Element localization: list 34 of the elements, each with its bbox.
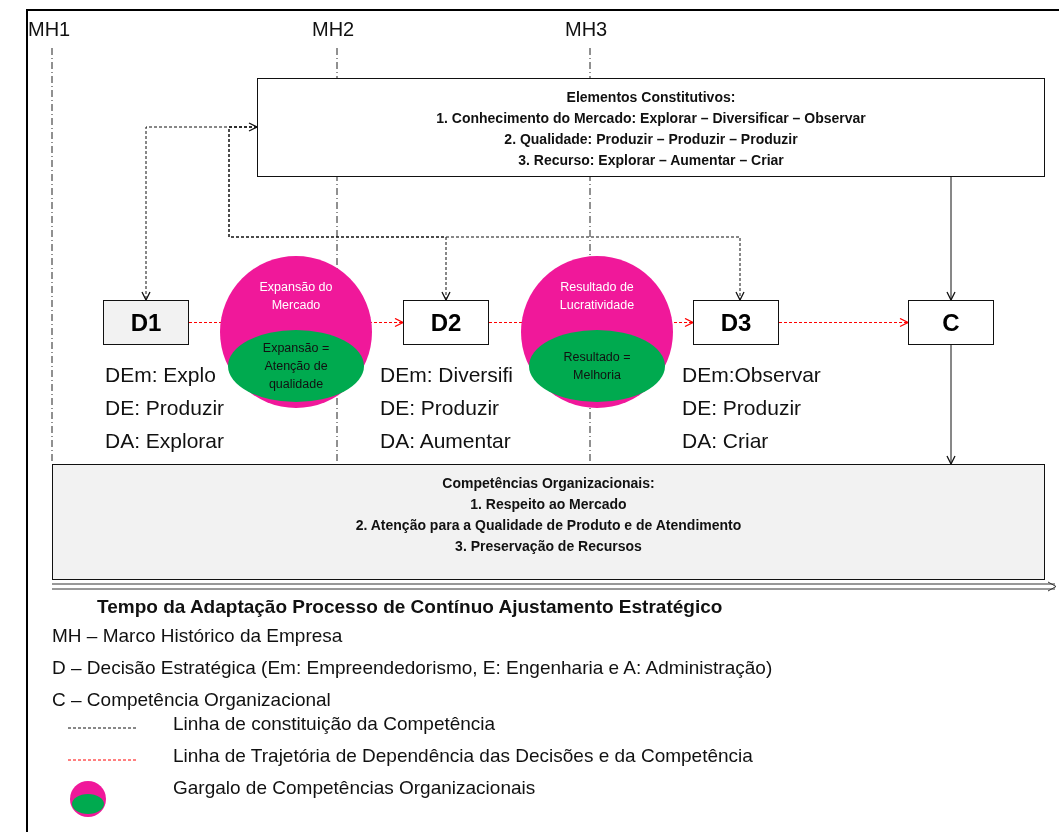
decision-detail: DEm: Explo	[105, 363, 216, 387]
key-note: MH – Marco Histórico da Empresa	[52, 625, 343, 647]
circle-label: Expansão do Mercado	[258, 279, 334, 314]
connector-arrow	[778, 317, 909, 328]
connector-arrow	[946, 344, 956, 465]
milestone-label: MH3	[565, 18, 608, 41]
axis-caption: Tempo da Adaptação Processo de Contínuo Ajustamento Estratégico	[97, 596, 723, 618]
legend-label: Linha de Trajetória de Dependência das Decisões e da Competência	[173, 745, 753, 767]
ellipse-label: Expansão = Atenção de qualidade	[261, 340, 331, 393]
decision-detail: DA: Explorar	[105, 429, 225, 453]
decision-detail: DE: Produzir	[380, 396, 500, 420]
milestone-label: MH2	[312, 18, 355, 41]
milestone-label: MH1	[28, 18, 71, 41]
competences-box: Competências Organizacionais: 1. Respeito ao Mercado 2. Atenção para a Qualidade de Produto e de Atendimento 3. Preservação de Recursos	[52, 464, 1045, 580]
decision-detail: DE: Produzir	[105, 396, 225, 420]
decision-detail: DA: Criar	[682, 429, 769, 453]
decision-box: D2	[403, 300, 489, 345]
decision-detail: DA: Aumentar	[380, 429, 511, 453]
legend-label: Linha de constituição da Competência	[173, 713, 496, 735]
elements-box: Elementos Constitutivos: 1. Conhecimento do Mercado: Explorar – Diversificar – Observar 2. Qualidade: Produzir – Produzir – Produzir 3. Recurso: Explorar – Aumentar – Criar	[257, 78, 1045, 177]
competence-box: C	[908, 300, 994, 345]
connector-arrow	[946, 176, 956, 301]
decision-detail: DE: Produzir	[682, 396, 802, 420]
decision-box: D1	[103, 300, 189, 345]
key-note: C – Competência Organizacional	[52, 689, 331, 711]
legend-label: Gargalo de Competências Organizacionais	[173, 777, 536, 799]
connector-arrow	[228, 126, 745, 301]
ellipse-label: Resultado = Melhoria	[562, 349, 632, 384]
connector-arrow	[141, 122, 258, 301]
decision-detail: DEm:Observar	[682, 363, 821, 387]
key-note: D – Decisão Estratégica (Em: Empreendedorismo, E: Engenharia e A: Administração)	[52, 657, 773, 679]
circle-label: Resultado de Lucratividade	[558, 279, 636, 314]
decision-box: D3	[693, 300, 779, 345]
decision-detail: DEm: Diversifi	[380, 363, 513, 387]
